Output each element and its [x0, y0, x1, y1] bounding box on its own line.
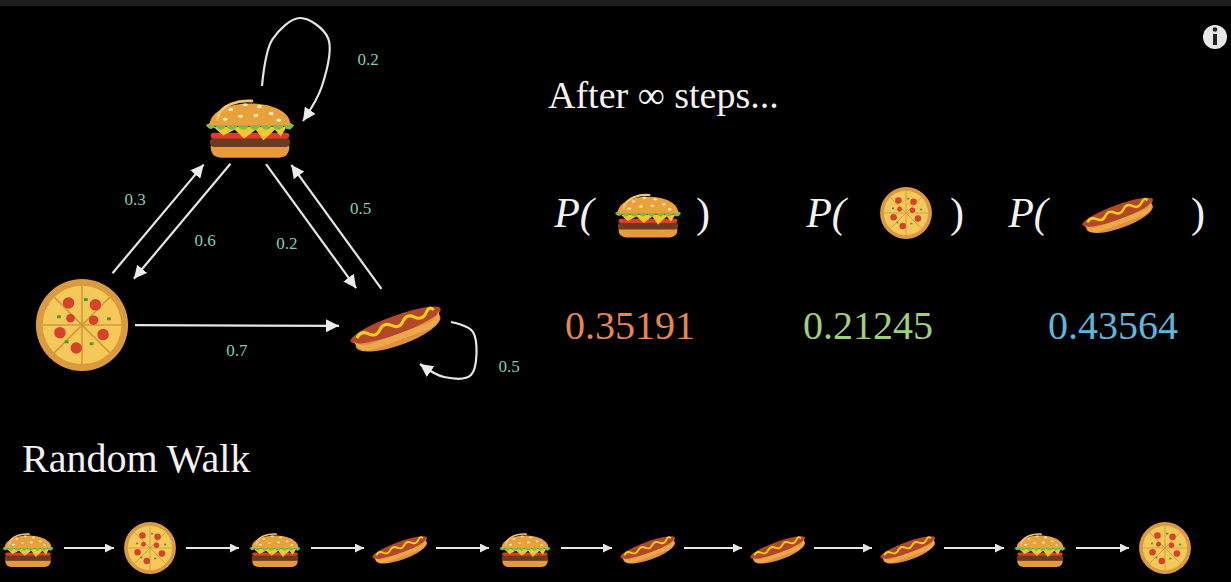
transition-arrow: [134, 164, 231, 279]
info-dot: [1213, 27, 1218, 32]
food-picture: [36, 279, 128, 371]
food-icon: [202, 90, 298, 160]
pizza-icon: [880, 187, 932, 239]
burger-icon: [499, 534, 550, 567]
transition-arrow: [112, 165, 203, 274]
burger-state: [202, 90, 298, 160]
food-icon: [345, 293, 447, 359]
transition-probability: 0.2: [354, 51, 381, 70]
probability-value: 0.21245: [803, 304, 933, 348]
transition-probability: 0.3: [121, 190, 148, 209]
hotdog-icon: [370, 532, 431, 569]
walk-arrow: [436, 547, 489, 549]
probability-value: 0.43564: [1048, 304, 1178, 348]
math-symbol: P(: [806, 190, 846, 236]
transition-probability: 0.2: [273, 234, 300, 253]
transition-probability: 0.5: [347, 200, 374, 219]
math-symbol: ): [950, 190, 964, 236]
hotdog-icon: [1080, 193, 1159, 241]
random-walk: [2, 522, 1190, 574]
math-symbol: ): [1191, 190, 1205, 236]
heading-text: After ∞ steps...: [548, 75, 779, 117]
info-circle: [1203, 25, 1227, 49]
transition-arrow: [291, 165, 381, 289]
burger-icon: [1014, 534, 1065, 567]
transition-probability: 0.6: [191, 231, 218, 250]
transition-probability: 0.7: [223, 342, 250, 361]
hotdog-icon: [878, 532, 939, 569]
food-picture: [347, 300, 447, 359]
walk-arrow: [311, 547, 364, 549]
self-loop-arrow: [262, 18, 330, 121]
top-band: [0, 0, 1231, 6]
pizza-icon: [124, 522, 176, 574]
hotdog-state: [345, 293, 447, 359]
walk-arrow: [1076, 547, 1129, 549]
food-icon: [34, 277, 130, 373]
walk-arrow: [944, 547, 1004, 549]
walk-arrow: [64, 547, 114, 549]
walk-arrow: [186, 547, 239, 549]
probability-value: 0.35191: [565, 304, 695, 348]
walk-arrow: [814, 547, 872, 549]
transition-arrow: [135, 324, 339, 327]
pizza-state: [34, 277, 130, 373]
math-symbol: P(: [554, 190, 594, 236]
heading-text: Random Walk: [22, 437, 250, 481]
transition-probability: 0.5: [495, 358, 522, 377]
math-symbol: ): [696, 190, 710, 236]
burger-icon: [615, 195, 681, 238]
burger-icon: [2, 534, 53, 567]
info-icon: [1203, 25, 1227, 49]
walk-arrow: [684, 547, 742, 549]
hotdog-icon: [748, 532, 809, 569]
math-symbol: P(: [1008, 190, 1048, 236]
transition-arrow: [266, 164, 356, 288]
connector-group: [112, 18, 476, 379]
info-stem: [1213, 34, 1217, 45]
walk-arrows: [64, 547, 1129, 549]
walk-arrow: [561, 547, 612, 549]
hotdog-icon: [618, 532, 679, 569]
burger-icon: [249, 534, 300, 567]
pizza-icon: [1139, 522, 1191, 574]
food-picture: [206, 101, 294, 158]
